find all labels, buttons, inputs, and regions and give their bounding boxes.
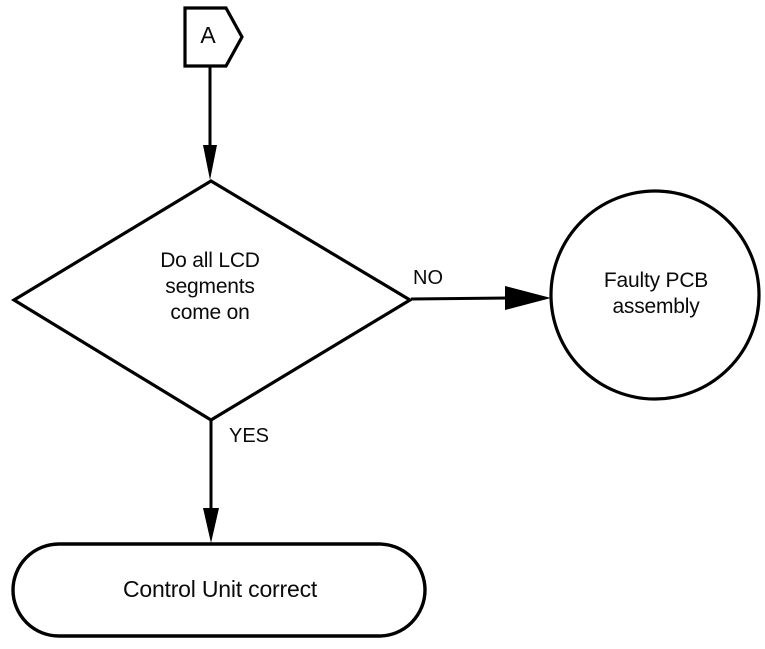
edge-connector-to-decision-arrowhead (203, 145, 217, 180)
edge-label-yes: YES (229, 425, 270, 447)
edge-decision-yes-arrowhead (203, 508, 219, 543)
process-faulty-pcb-label: Faulty PCB assembly (603, 269, 709, 318)
edge-decision-no-line (410, 296, 513, 301)
connector-a-shape[interactable] (183, 6, 244, 68)
edge-label-no: NO (413, 267, 443, 289)
terminator-control-unit-shape[interactable] (11, 542, 427, 638)
edge-decision-no-arrowhead (505, 286, 551, 310)
process-faulty-pcb-shape[interactable] (549, 189, 761, 401)
terminator-control-unit-label: Control Unit correct (122, 576, 318, 602)
connector-a-label: A (200, 22, 216, 48)
decision-lcd-segments-shape[interactable] (10, 179, 414, 422)
decision-lcd-segments-label: Do all LCD segments come on (160, 249, 260, 324)
